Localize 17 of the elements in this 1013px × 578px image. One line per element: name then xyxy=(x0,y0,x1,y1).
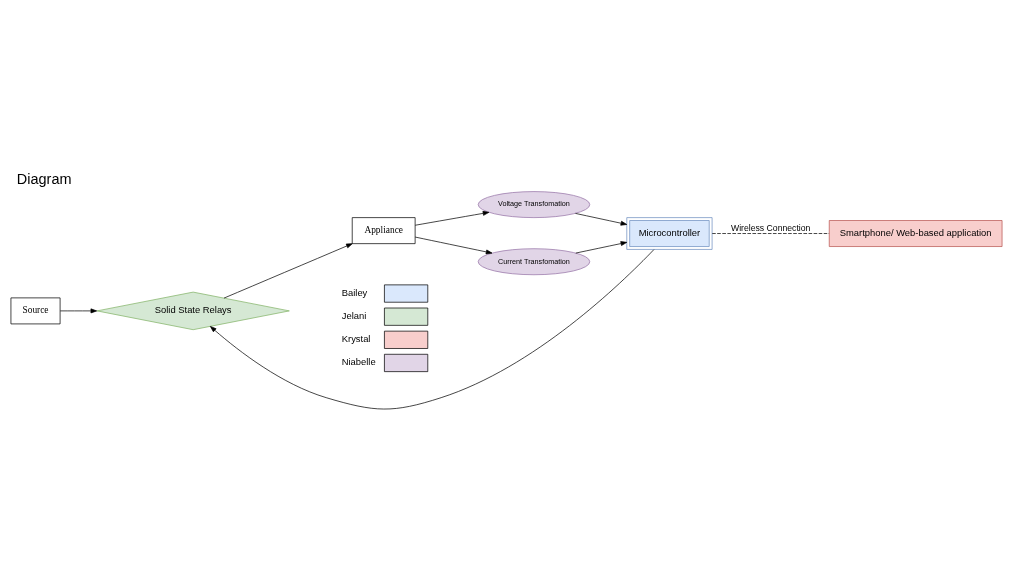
legend-label: Krystal xyxy=(341,332,371,344)
legend-label: Jelani xyxy=(341,309,367,321)
connector xyxy=(711,232,830,234)
diagram-title: Diagram xyxy=(16,170,72,187)
legend-label: Niabelle xyxy=(341,355,376,367)
arrow xyxy=(575,240,628,253)
arrow xyxy=(575,212,628,226)
arrow xyxy=(414,210,490,226)
arrow xyxy=(414,236,493,254)
legend-label: Bailey xyxy=(341,286,368,298)
arrow xyxy=(223,242,353,298)
node-box: Appliance xyxy=(351,216,416,244)
node-box: Source xyxy=(10,297,61,324)
edge-label: Wireless Connection xyxy=(730,222,811,233)
arrow xyxy=(59,308,98,313)
arrow xyxy=(210,248,655,409)
node-box: Smartphone/ Web-based application xyxy=(828,219,1003,247)
